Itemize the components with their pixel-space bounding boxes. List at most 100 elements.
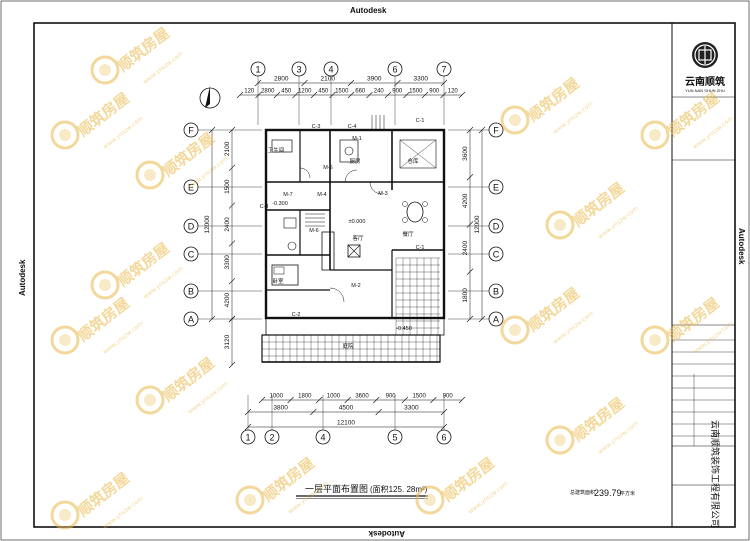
axis-label-row: C [493,250,500,260]
dim-left: 1500 [224,179,231,194]
opening-tag: C-2 [292,312,301,318]
axis-label-row: F [188,126,194,136]
company-name: 云南顺筑装饰工程有限公司 [710,420,721,528]
axis-label-top: 6 [392,65,397,75]
logo-text: 云南顺筑 [685,75,725,88]
dim-left-total: 12000 [204,215,211,233]
dim-top-inner: 900 [429,89,440,95]
axis-label-top: 4 [328,65,333,75]
dim-bottom-inner: 1500 [412,394,426,400]
dim-top-inner: 240 [374,89,385,95]
dim-top-outer: 2100 [321,76,336,83]
dim-left: 2400 [224,217,231,232]
dim-top-inner: 1500 [409,89,423,95]
opening-tag: M-1 [352,136,361,142]
level-mark: -0.450 [396,326,412,332]
opening-tag: C-3 [312,124,321,130]
level-mark: ±0.000 [349,219,366,225]
dim-top-inner: 1200 [298,89,312,95]
axis-label-top: 7 [441,65,446,75]
dim-left: 3300 [224,255,231,270]
plan-title-text: 一层平面布置图 [305,483,368,494]
axis-label-row: D [188,222,195,232]
dim-top-inner: 450 [318,89,329,95]
opening-tag: C-3 [260,204,269,210]
room-label: 庭院 [342,342,354,350]
frame-label-top: Autodesk [350,6,387,15]
dim-bottom-inner: 1000 [327,394,341,400]
dim-top-outer: 3900 [367,76,382,83]
dim-top-inner: 450 [281,89,292,95]
room-label: 卫生间 [268,146,285,154]
dim-bottom-mid: 3800 [273,405,288,412]
dim-bottom-inner: 900 [386,394,397,400]
dim-top-outer: 3300 [414,76,429,83]
dim-top-inner: 1500 [335,89,349,95]
room-label: 仓库 [407,157,419,165]
opening-tag: M-3 [378,191,387,197]
dim-bottom-inner: 900 [443,394,454,400]
north-arrow-icon [199,86,221,109]
dim-top-outer: 2800 [274,76,289,83]
axis-label-row: B [493,287,499,297]
axis-label-bottom: 2 [269,433,274,443]
total-area-value: 239.79 [594,488,622,498]
dim-top-inner: 2800 [261,89,275,95]
axis-label-row: E [493,183,499,193]
dim-left-extra: 3120 [224,334,231,349]
dim-top-inner: 660 [355,89,366,95]
total-area-unit: 平方米 [620,490,635,497]
opening-tag: C-1 [416,245,425,251]
room-label: 卧室 [272,277,284,285]
axis-label-row: A [493,315,499,325]
opening-tag: M-5 [323,165,332,171]
dim-left: 4200 [224,292,231,307]
dim-right: 4200 [462,193,469,208]
dimension-lines: 2800 2100 3900 3300 120 2800 450 1200 450 1500 660… [204,76,486,431]
dim-bottom-inner: 3600 [355,394,369,400]
dim-top-inner: 120 [448,89,459,95]
axis-label-bottom: 6 [441,433,446,443]
opening-tag: M-7 [283,192,292,198]
dim-bottom-total: 12100 [337,420,355,427]
frame-label-right: Autodesk [737,228,746,265]
watermark-layer: 顺筑房屋www.ynszw.com顺筑房屋www.ynszw.com顺筑房屋ww… [50,24,735,531]
axis-label-row: A [188,315,194,325]
company-logo: 云南顺筑 YUN NAN SHUN ZHU [685,42,725,93]
axis-label-top: 1 [255,65,260,75]
dim-bottom-inner: 1800 [298,394,312,400]
plan-area-note: (面积125. 28m²) [370,484,428,494]
room-label: 厨房 [349,157,361,165]
total-area: 总建筑面积 239.79 平方米 [570,488,635,498]
logo-subtitle: YUN NAN SHUN ZHU [685,88,725,93]
axis-label-bottom: 4 [320,433,325,443]
dim-bottom-inner: 1000 [270,394,284,400]
opening-tag: M-2 [351,283,360,289]
frame-label-left: Autodesk [18,259,27,296]
axis-label-row: C [188,250,195,260]
axis-label-row: B [188,287,194,297]
dim-top-inner: 900 [392,89,403,95]
dim-right: 2400 [462,241,469,256]
opening-tag: M-6 [309,228,318,234]
axis-label-row: E [188,183,194,193]
plan-title: 一层平面布置图 (面积125. 28m²) [296,483,428,499]
drawing-border [33,22,736,528]
opening-tag: C-1 [416,118,425,124]
dim-right: 3600 [462,146,469,161]
